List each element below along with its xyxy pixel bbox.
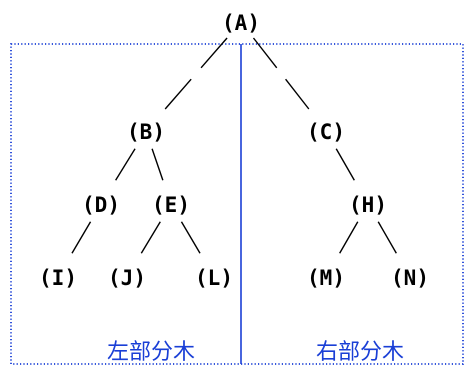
tree-node-n: (N) — [391, 266, 429, 290]
tree-node-c: (C) — [307, 120, 345, 144]
edge-c-h — [335, 148, 355, 181]
subtree-region-box — [10, 43, 464, 365]
tree-node-d: (D) — [82, 193, 120, 217]
tree-node-b: (B) — [127, 120, 165, 144]
tree-node-h: (H) — [349, 193, 387, 217]
tree-node-e: (E) — [152, 193, 190, 217]
edge-h-n — [377, 221, 397, 254]
tree-edges — [71, 37, 397, 254]
edge-a-b-part2 — [164, 78, 192, 110]
left-subtree-label: 左部分木 — [107, 340, 195, 365]
edge-e-j — [140, 221, 161, 254]
edge-a-c-part2 — [285, 78, 310, 110]
edge-b-d — [115, 148, 136, 181]
edge-a-c-part1 — [252, 37, 278, 69]
edge-e-l — [180, 221, 201, 254]
tree-node-a: (A) — [222, 11, 260, 35]
edge-b-e — [151, 148, 164, 181]
tree-node-m: (M) — [307, 266, 345, 290]
edge-d-i — [71, 221, 92, 254]
tree-node-l: (L) — [195, 266, 233, 290]
tree-node-i: (I) — [39, 266, 77, 290]
edge-h-m — [339, 221, 359, 254]
right-subtree-label: 右部分木 — [316, 340, 404, 365]
tree-node-j: (J) — [108, 266, 146, 290]
edge-a-b-part1 — [200, 37, 228, 69]
